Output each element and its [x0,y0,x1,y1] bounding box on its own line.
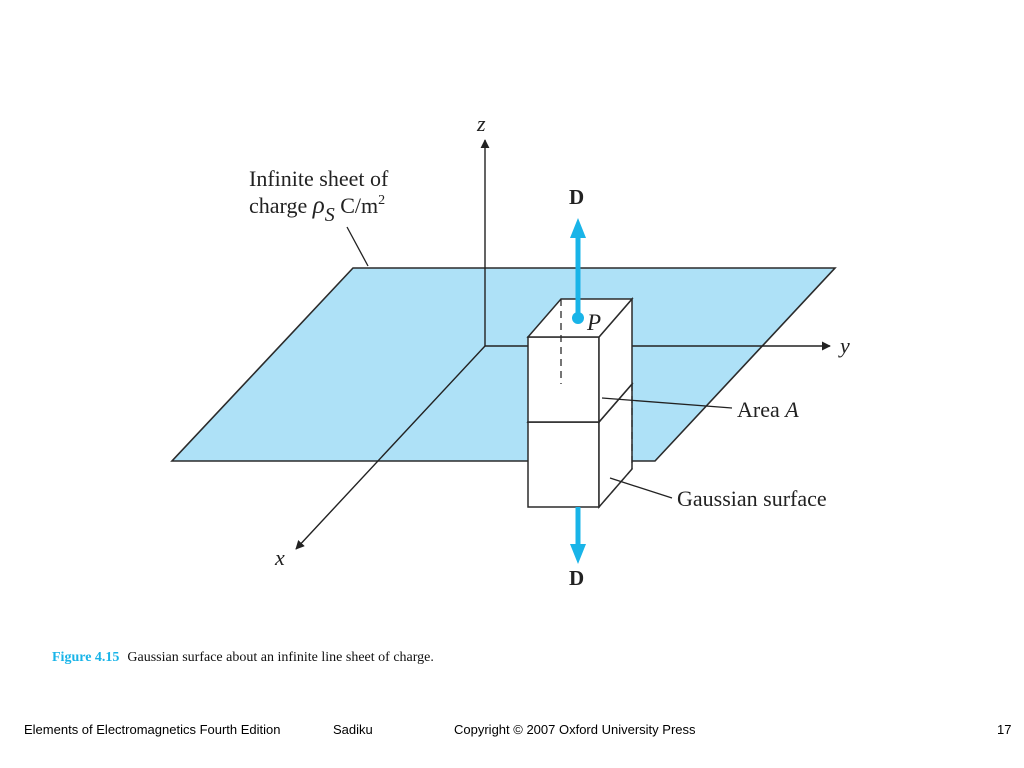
surface-label-leader [609,477,673,499]
vector-d-up [570,218,586,318]
x-axis-label: x [274,545,285,570]
x-axis [295,345,486,550]
figure-caption: Figure 4.15 Gaussian surface about an inf… [52,650,434,666]
footer-book-title: Elements of Electromagnetics Fourth Edit… [24,722,281,737]
sheet-label-line1: Infinite sheet of [249,166,389,191]
caption-text: Gaussian surface about an infinite line … [127,650,434,665]
vector-d-down [570,507,586,564]
area-label: Area A [737,397,799,422]
figure-number: Figure 4.15 [52,650,120,665]
point-p [572,312,584,324]
gaussian-surface-label: Gaussian surface [677,486,827,511]
gaussian-box-lower [527,381,633,510]
point-p-label: P [586,310,601,335]
vector-d-top-label: D [569,185,584,209]
sheet-label-line2: charge ρS C/m2 [249,192,385,226]
gaussian-surface-diagram: z y x Infinite sheet of charge ρS C/m2 D… [170,111,850,590]
area-label-leader [601,397,733,409]
footer-copyright: Copyright © 2007 Oxford University Press [454,722,696,737]
vector-d-bottom-label: D [569,566,584,590]
hidden-edges [560,299,633,508]
sheet-label-leader [346,226,369,267]
z-axis-label: z [476,111,486,136]
y-axis-label: y [838,333,850,358]
charge-sheet [170,267,837,462]
footer-author: Sadiku [333,722,373,737]
slide-footer: Elements of Electromagnetics Fourth Edit… [0,722,1024,742]
footer-page-number: 17 [997,722,1012,737]
